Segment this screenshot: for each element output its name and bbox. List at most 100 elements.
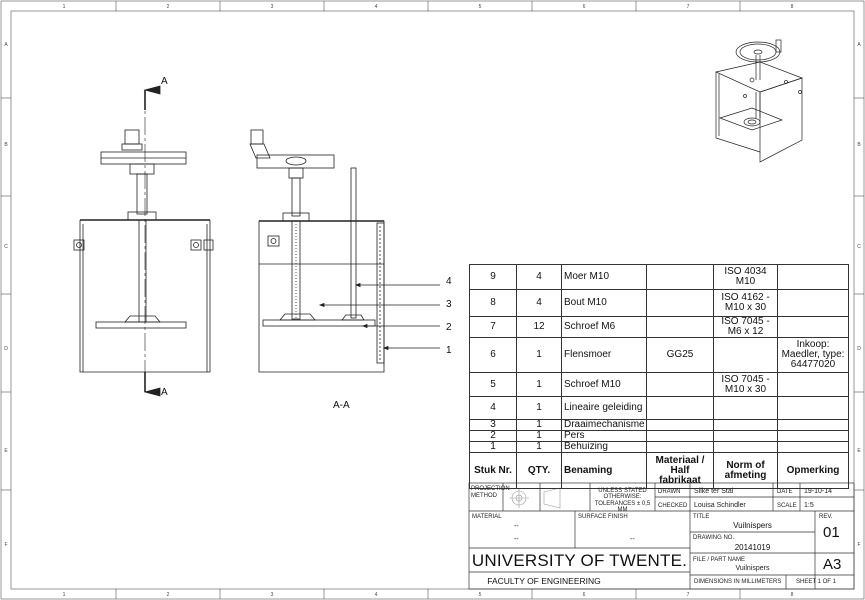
rev-value: 01 bbox=[823, 524, 840, 541]
bom-benaming: Pers bbox=[561, 430, 647, 442]
bom-materiaal bbox=[646, 430, 714, 442]
zone-col-5: 5 bbox=[479, 4, 482, 10]
table-row: 4 1 Lineaire geleiding bbox=[469, 396, 849, 420]
zone-col-1-bottom: 1 bbox=[63, 592, 66, 598]
bom-norm: ISO 4162 - M10 x 30 bbox=[713, 289, 778, 317]
drawing-no-label: DRAWING NO. bbox=[693, 535, 735, 541]
bom-qty: 4 bbox=[516, 289, 562, 317]
balloon-labels: 4 3 2 1 bbox=[446, 276, 452, 356]
table-header-row: Stuk Nr. QTY. Benaming Materiaal / Half … bbox=[469, 452, 849, 489]
bom-benaming: Behuizing bbox=[561, 441, 647, 453]
bom-qty: 4 bbox=[516, 264, 562, 290]
sheet-count: SHEET 1 OF 1 bbox=[796, 579, 836, 585]
bill-of-materials: 9 4 Moer M10 ISO 4034 M10 8 4 Bout M10 I… bbox=[469, 264, 849, 489]
zone-col-6-bottom: 6 bbox=[583, 592, 586, 598]
scale-label: SCALE bbox=[777, 503, 797, 509]
faculty-name: FACULTY OF ENGINEERING bbox=[487, 576, 601, 586]
zone-col-3: 3 bbox=[271, 4, 274, 10]
bom-norm: ISO 7045 - M6 x 12 bbox=[713, 316, 778, 338]
drawn-value: Silke ter Stal bbox=[694, 488, 734, 495]
bom-stuk: 3 bbox=[469, 419, 517, 431]
bom-norm: ISO 7045 - M10 x 30 bbox=[713, 372, 778, 397]
university-logo: UNIVERSITY OF TWENTE. bbox=[471, 551, 688, 570]
scale-value: 1:5 bbox=[804, 502, 814, 509]
bom-opmerking bbox=[777, 264, 849, 290]
balloon-4: 4 bbox=[446, 276, 452, 287]
zone-row-e-right: E bbox=[857, 448, 861, 454]
bom-materiaal bbox=[646, 441, 714, 453]
bom-norm bbox=[713, 337, 778, 373]
zone-row-f-right: F bbox=[857, 542, 860, 548]
dimensions-note: DIMENSIONS IN MILLIMETERS bbox=[694, 579, 782, 585]
zone-row-a: A bbox=[4, 42, 8, 48]
date-label: DATE bbox=[777, 489, 793, 495]
checked-value: Louisa Schindler bbox=[694, 502, 746, 509]
projection-symbol-icon bbox=[509, 487, 561, 509]
bom-norm bbox=[713, 396, 778, 420]
bom-materiaal bbox=[646, 396, 714, 420]
bom-opmerking bbox=[777, 419, 849, 431]
bom-norm bbox=[713, 430, 778, 442]
material-label: MATERIAL bbox=[472, 514, 502, 520]
bom-materiaal bbox=[646, 372, 714, 397]
zone-row-b: B bbox=[4, 142, 8, 148]
bom-norm bbox=[713, 441, 778, 453]
zone-row-f: F bbox=[4, 542, 7, 548]
bom-stuk: 2 bbox=[469, 430, 517, 442]
bom-opmerking bbox=[777, 430, 849, 442]
zone-col-1: 1 bbox=[63, 4, 66, 10]
drawing-no-value: 20141019 bbox=[734, 543, 771, 552]
title-label: TITLE bbox=[693, 514, 710, 520]
header-norm: Norm of afmeting bbox=[713, 452, 778, 489]
bom-materiaal bbox=[646, 289, 714, 317]
bom-qty: 1 bbox=[516, 441, 562, 453]
unless-stated-label: UNLESS STATED OTHERWISE: bbox=[598, 488, 647, 500]
table-row: 9 4 Moer M10 ISO 4034 M10 bbox=[469, 264, 849, 290]
zone-row-c: C bbox=[4, 244, 8, 250]
section-view bbox=[249, 129, 440, 373]
file-name-label: FILE / PART NAME bbox=[693, 557, 746, 563]
bom-stuk: 5 bbox=[469, 372, 517, 397]
projection-label: PROJECTION METHOD bbox=[471, 486, 510, 499]
zone-row-b-right: B bbox=[857, 142, 861, 148]
bom-stuk: 7 bbox=[469, 316, 517, 338]
section-view-label: A-A bbox=[333, 400, 350, 411]
bom-benaming: Flensmoer bbox=[561, 337, 647, 373]
zone-col-4: 4 bbox=[375, 4, 378, 10]
zone-row-a-right: A bbox=[857, 42, 861, 48]
material-value: -- bbox=[514, 523, 519, 530]
table-row: 2 1 Pers bbox=[469, 430, 849, 442]
date-value: 19-10-14 bbox=[804, 488, 833, 495]
bom-benaming: Schroef M6 bbox=[561, 316, 647, 338]
bom-stuk: 8 bbox=[469, 289, 517, 317]
title-value: Vuilnispers bbox=[733, 521, 772, 530]
sheet-size-value: A3 bbox=[823, 556, 842, 573]
table-row: 8 4 Bout M10 ISO 4162 - M10 x 30 bbox=[469, 289, 849, 317]
bom-opmerking bbox=[777, 441, 849, 453]
zone-row-e: E bbox=[4, 448, 8, 454]
balloon-3: 3 bbox=[446, 299, 452, 310]
bom-stuk: 1 bbox=[469, 441, 517, 453]
checked-label: CHECKED bbox=[658, 503, 688, 509]
bom-opmerking: Inkoop: Maedler, type: 64477020 bbox=[777, 337, 849, 373]
zone-col-2-bottom: 2 bbox=[167, 592, 170, 598]
isometric-view bbox=[714, 39, 804, 163]
balloon-2: 2 bbox=[446, 322, 452, 333]
header-qty: QTY. bbox=[516, 452, 562, 489]
table-row: 6 1 Flensmoer GG25 Inkoop: Maedler, type… bbox=[469, 337, 849, 373]
zone-col-4-bottom: 4 bbox=[375, 592, 378, 598]
drawn-label: DRAWN bbox=[658, 489, 681, 495]
bom-qty: 1 bbox=[516, 430, 562, 442]
table-row: 1 1 Behuizing bbox=[469, 441, 849, 453]
bom-norm: ISO 4034 M10 bbox=[713, 264, 778, 290]
bom-opmerking bbox=[777, 316, 849, 338]
bom-qty: 1 bbox=[516, 337, 562, 373]
title-block-frame bbox=[468, 482, 855, 590]
bom-qty: 1 bbox=[516, 419, 562, 431]
header-materiaal: Materiaal / Half fabrikaat bbox=[646, 452, 714, 489]
header-opmerking: Opmerking bbox=[777, 452, 849, 489]
bom-materiaal bbox=[646, 264, 714, 290]
zone-col-8: 8 bbox=[791, 4, 794, 10]
table-row: 7 12 Schroef M6 ISO 7045 - M6 x 12 bbox=[469, 316, 849, 338]
